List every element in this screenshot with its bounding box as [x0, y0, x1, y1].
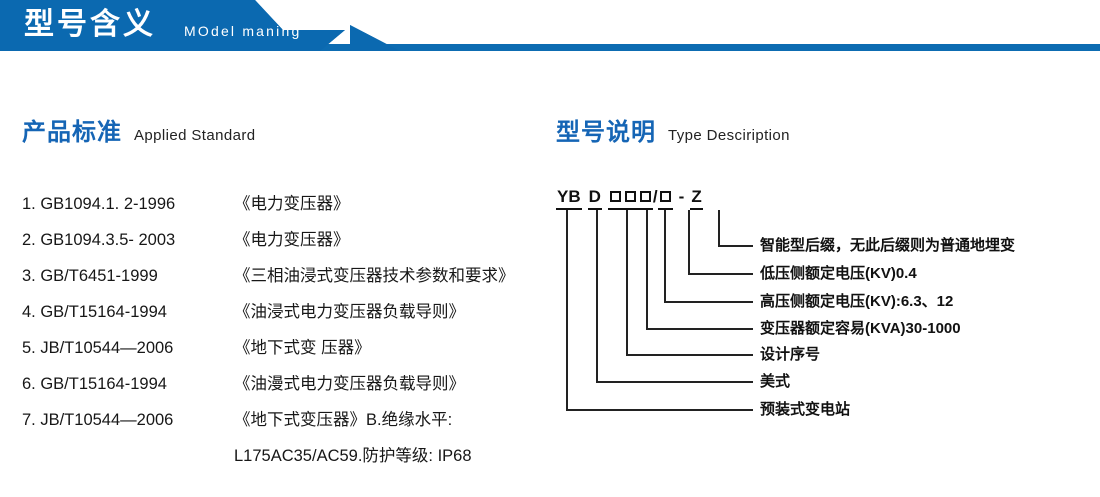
header-banner: 型号含义 MOdel maning	[0, 0, 1100, 56]
list-item: 6. GB/T15164-1994 《油漫式电力变压器负载导则》	[22, 370, 542, 406]
standard-code: 2. GB1094.3.5- 2003	[22, 231, 176, 249]
standard-title: 《油漫式电力变压器负载导则》	[234, 375, 465, 393]
standard-code: 7. JB/T10544—2006	[22, 411, 174, 429]
standard-code: 1. GB1094.1. 2-1996	[22, 195, 176, 213]
callout-label-3: 高压侧额定电压(KV):6.3、12	[760, 293, 954, 310]
callout-label-7: 预装式变电站	[760, 401, 851, 418]
standards-list: 1. GB1094.1. 2-1996 《电力变压器》 2. GB1094.3.…	[22, 190, 542, 478]
standard-title: L175AC35/AC59.防护等级: IP68	[234, 447, 472, 465]
section-heading-en: Type Desciription	[668, 127, 790, 144]
placeholder-box-icon	[624, 191, 636, 203]
list-item: 2. GB1094.3.5- 2003 《电力变压器》	[22, 226, 542, 262]
standard-title: 《油浸式电力变压器负载导则》	[234, 303, 465, 321]
callout-label-6: 美式	[760, 373, 791, 390]
header-banner-shape	[0, 0, 1100, 51]
section-heading-en: Applied Standard	[134, 127, 256, 144]
list-item-continuation: L175AC35/AC59.防护等级: IP68	[22, 442, 542, 478]
standard-title: 《地下式变压器》B.绝缘水平:	[234, 411, 453, 429]
standard-code: 6. GB/T15164-1994	[22, 375, 167, 393]
type-code-part-box3	[637, 186, 653, 210]
standard-title: 《电力变压器》	[234, 231, 350, 249]
placeholder-box-icon	[639, 191, 651, 203]
type-code-slash: /	[652, 187, 658, 206]
standard-code: 3. GB/T6451-1999	[22, 267, 158, 285]
leader-line-6	[596, 210, 753, 383]
callout-label-1: 智能型后缀，无此后缀则为普通地埋变	[760, 237, 1016, 254]
standard-title: 《地下式变 压器》	[234, 339, 371, 357]
type-code-part-z: Z	[690, 186, 703, 210]
section-heading-applied-standard: 产品标准 Applied Standard	[22, 118, 256, 151]
callout-label-4: 变压器额定容易(KVA)30-1000	[760, 320, 961, 337]
leader-line-4	[646, 210, 753, 330]
callout-label-2: 低压侧额定电压(KV)0.4	[760, 265, 917, 282]
list-item: 5. JB/T10544—2006 《地下式变 压器》	[22, 334, 542, 370]
leader-line-1	[718, 210, 753, 247]
leader-line-2	[688, 210, 753, 275]
list-item: 3. GB/T6451-1999 《三相油浸式变压器技术参数和要求》	[22, 262, 542, 298]
leader-lines	[566, 210, 753, 411]
section-heading-cn: 产品标准	[22, 119, 122, 146]
type-code-part-box2	[622, 186, 638, 210]
list-item: 4. GB/T15164-1994 《油浸式电力变压器负载导则》	[22, 298, 542, 334]
type-code-part-box1	[607, 186, 623, 210]
header-triangle-accent-overlay	[350, 25, 400, 51]
leader-line-7	[566, 210, 753, 411]
type-code-dash: -	[678, 187, 685, 206]
type-code-part-box4	[657, 186, 673, 210]
callout-label-5: 设计序号	[760, 346, 821, 363]
header-blue-block-overlay	[0, 0, 345, 51]
section-heading-type-description: 型号说明 Type Desciription	[556, 118, 790, 151]
header-title-cn: 型号含义	[24, 8, 156, 41]
list-item: 7. JB/T10544—2006 《地下式变压器》B.绝缘水平:	[22, 406, 542, 442]
list-item: 1. GB1094.1. 2-1996 《电力变压器》	[22, 190, 542, 226]
leader-line-3	[664, 210, 753, 303]
placeholder-box-icon	[609, 191, 621, 203]
type-code-part-d: D	[587, 186, 602, 210]
leader-line-5	[626, 210, 753, 356]
header-rule	[0, 44, 1100, 51]
placeholder-box-icon	[659, 191, 671, 203]
standard-title: 《三相油浸式变压器技术参数和要求》	[234, 267, 515, 285]
standard-code: 5. JB/T10544—2006	[22, 339, 174, 357]
type-code-part-yb: YB	[556, 186, 582, 210]
standard-code: 4. GB/T15164-1994	[22, 303, 167, 321]
header-title-en: MOdel maning	[184, 23, 302, 39]
section-heading-cn: 型号说明	[556, 119, 656, 146]
standard-title: 《电力变压器》	[234, 195, 350, 213]
